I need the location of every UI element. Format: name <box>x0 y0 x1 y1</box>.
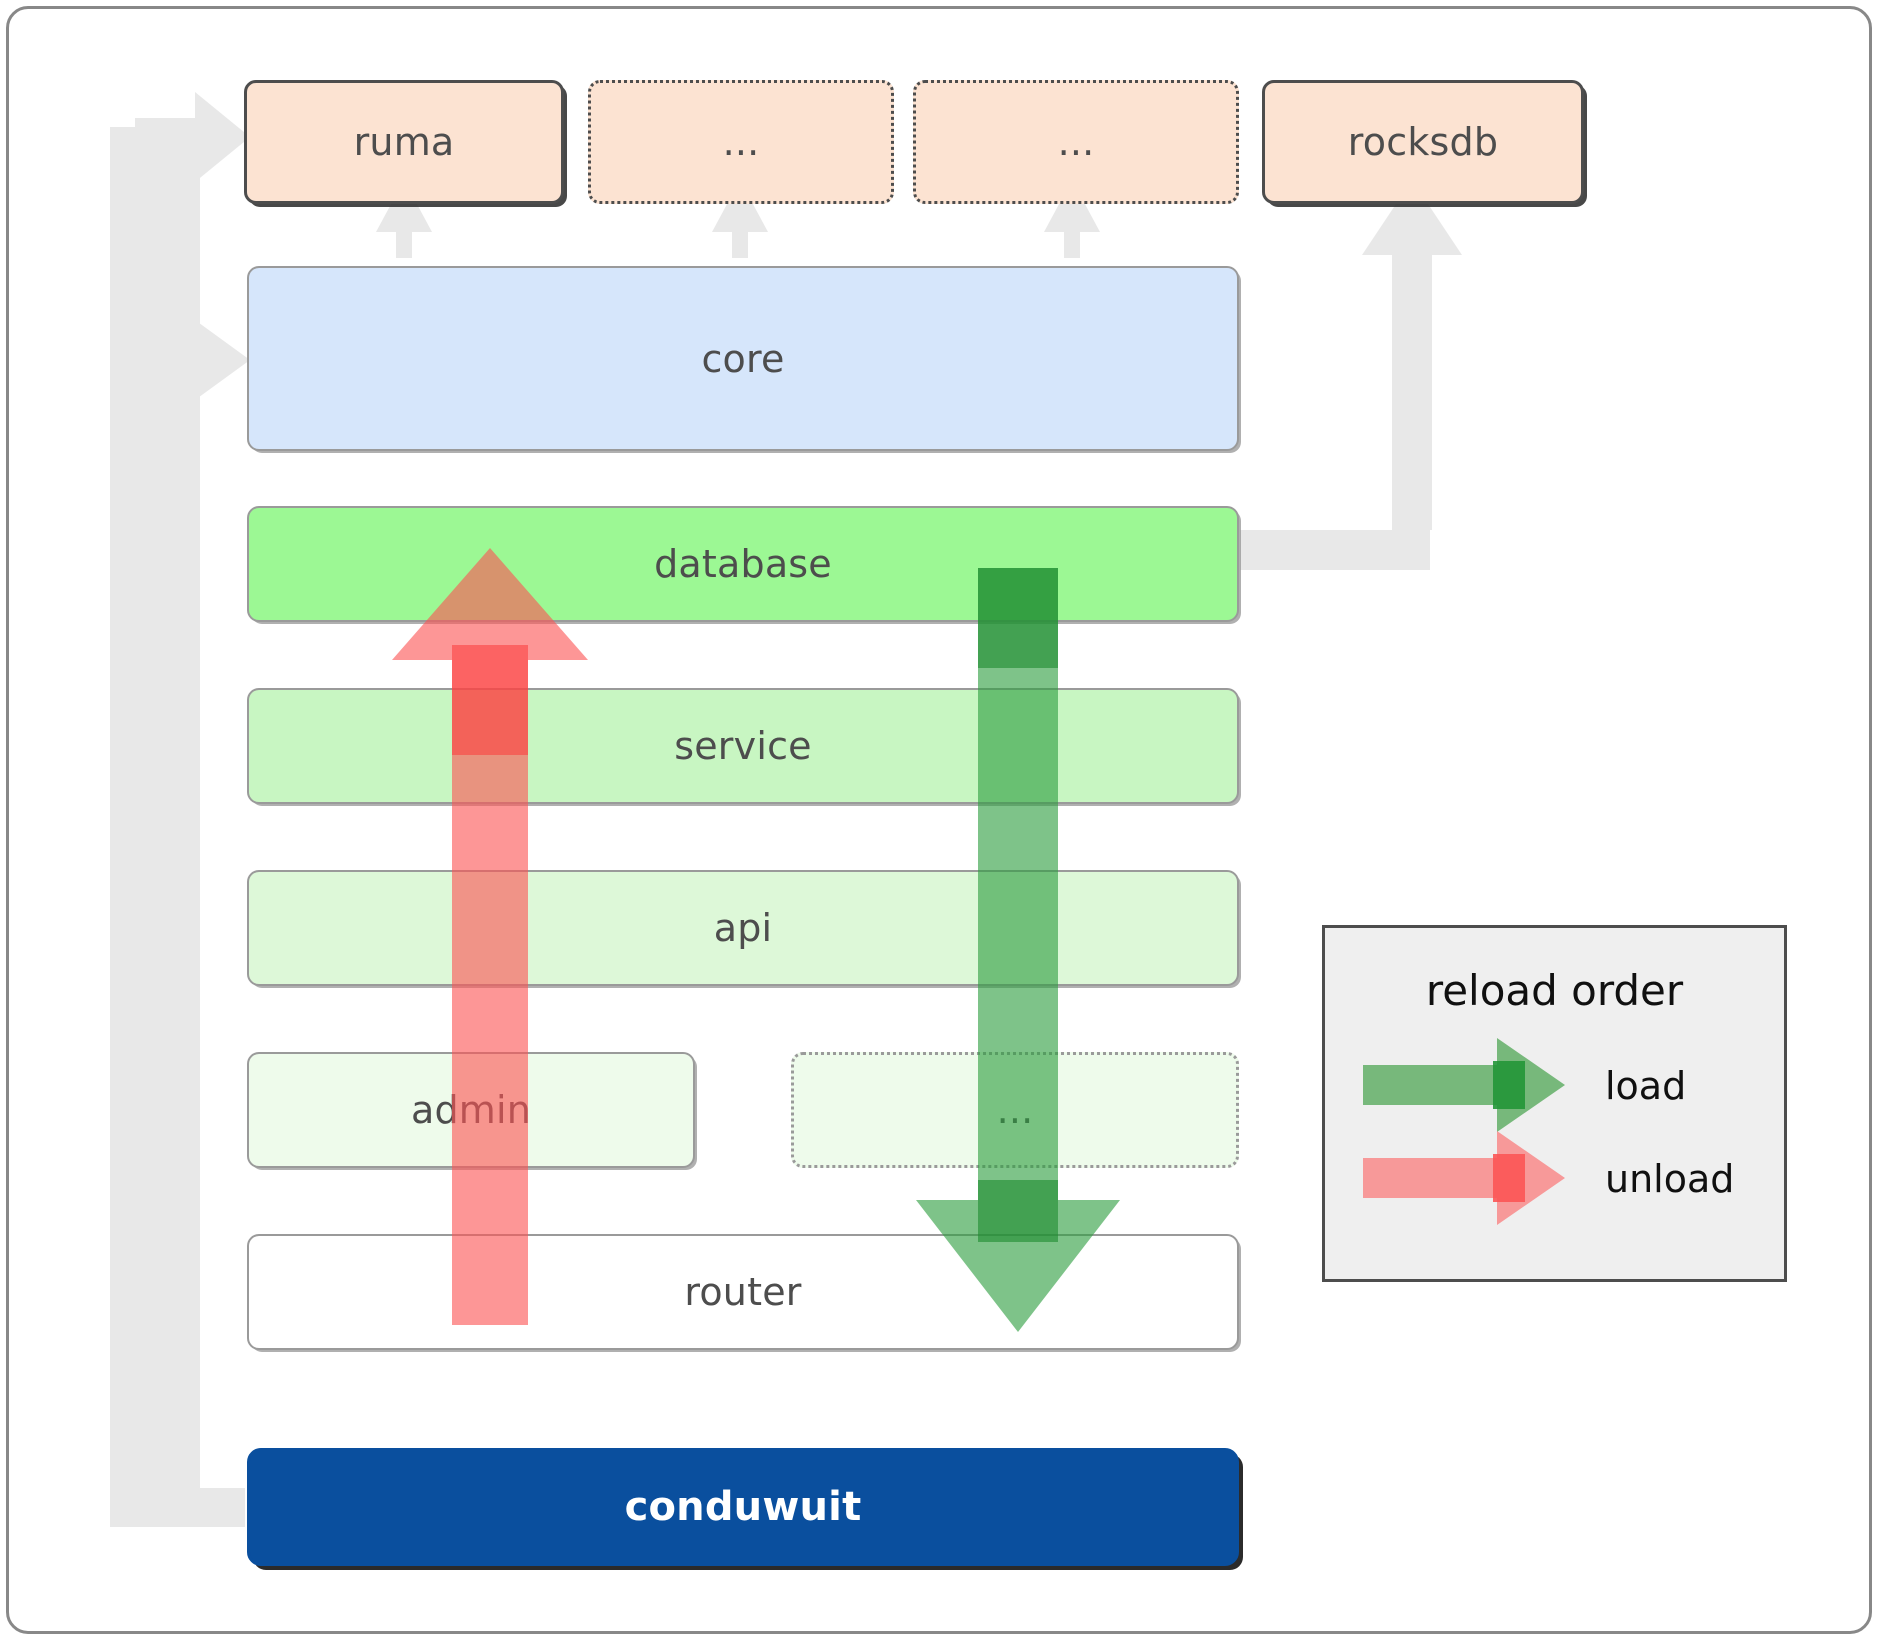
layer-box-api[interactable]: api <box>247 870 1239 986</box>
dependency-box-ellipsis-2[interactable]: ... <box>913 80 1239 204</box>
layer-box-database[interactable]: database <box>247 506 1239 622</box>
load-arrow-icon <box>1363 1038 1565 1132</box>
legend-panel: reload order load unload <box>1322 925 1787 1282</box>
unload-arrow <box>392 548 588 1325</box>
legend-title: reload order <box>1425 966 1684 1015</box>
dependency-box-ellipsis-1[interactable]: ... <box>588 80 894 204</box>
legend-label-load: load <box>1605 1064 1687 1108</box>
binary-label: conduwuit <box>624 1484 862 1530</box>
core-box[interactable]: core <box>247 266 1239 451</box>
load-arrow <box>916 568 1120 1332</box>
binary-box-conduwuit[interactable]: conduwuit <box>247 1448 1239 1566</box>
unload-arrow-icon <box>1363 1131 1565 1225</box>
legend-arrow-icons <box>1363 1038 1565 1225</box>
legend-label-unload: unload <box>1605 1157 1735 1201</box>
